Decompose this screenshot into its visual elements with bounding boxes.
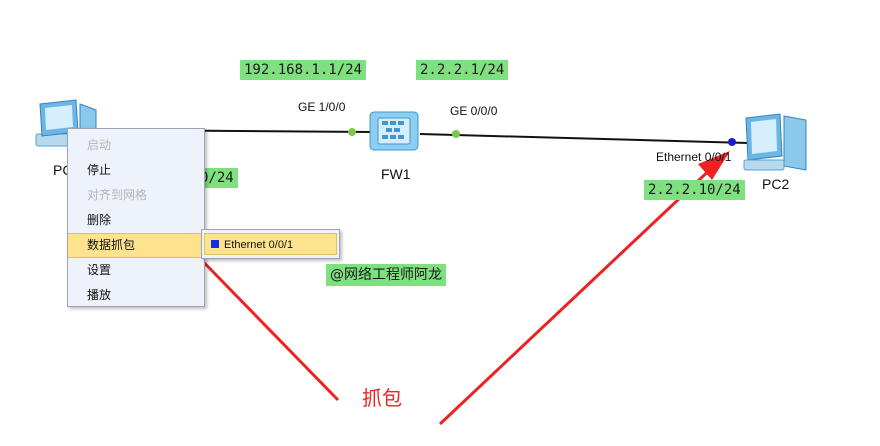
ip-label-pc2: 2.2.2.10/24 <box>644 180 745 200</box>
link-fw1-pc2[interactable] <box>419 133 749 144</box>
menu-item-align-grid[interactable]: 对齐到网格 <box>87 188 148 202</box>
annotation-label: 抓包 <box>362 386 402 410</box>
ip-label-pc1: 0/24 <box>196 168 238 188</box>
port-dot-pc2 <box>728 138 736 146</box>
port-dot-ge100 <box>348 128 356 136</box>
context-menu: 启动 停止 对齐到网格 删除 数据抓包 设置 播放 <box>67 128 205 307</box>
port-label-ge000: GE 0/0/0 <box>450 104 498 118</box>
menu-item-settings[interactable]: 设置 <box>87 263 112 277</box>
menu-item-delete[interactable]: 删除 <box>87 213 112 227</box>
device-label-pc2: PC2 <box>762 176 790 192</box>
capture-submenu: Ethernet 0/0/1 <box>201 229 340 259</box>
device-label-fw1: FW1 <box>381 166 411 182</box>
menu-item-start[interactable]: 启动 <box>87 138 112 152</box>
ip-label-fw-left: 192.168.1.1/24 <box>240 60 367 80</box>
interface-square-icon <box>211 240 219 248</box>
menu-item-stop[interactable]: 停止 <box>87 163 112 177</box>
menu-item-capture[interactable]: 数据抓包 <box>68 233 204 258</box>
watermark: @网络工程师阿龙 <box>326 264 446 286</box>
firewall-icon[interactable] <box>369 111 419 151</box>
ip-label-fw-right: 2.2.2.1/24 <box>416 60 509 80</box>
port-label-ge100: GE 1/0/0 <box>298 100 346 114</box>
port-label-pc2: Ethernet 0/0/1 <box>656 150 732 164</box>
submenu-item-label: Ethernet 0/0/1 <box>224 239 294 251</box>
port-dot-ge000 <box>452 130 460 138</box>
submenu-item-ethernet[interactable]: Ethernet 0/0/1 <box>204 233 337 255</box>
menu-item-play[interactable]: 播放 <box>87 288 112 302</box>
pc2-icon[interactable] <box>743 113 807 171</box>
